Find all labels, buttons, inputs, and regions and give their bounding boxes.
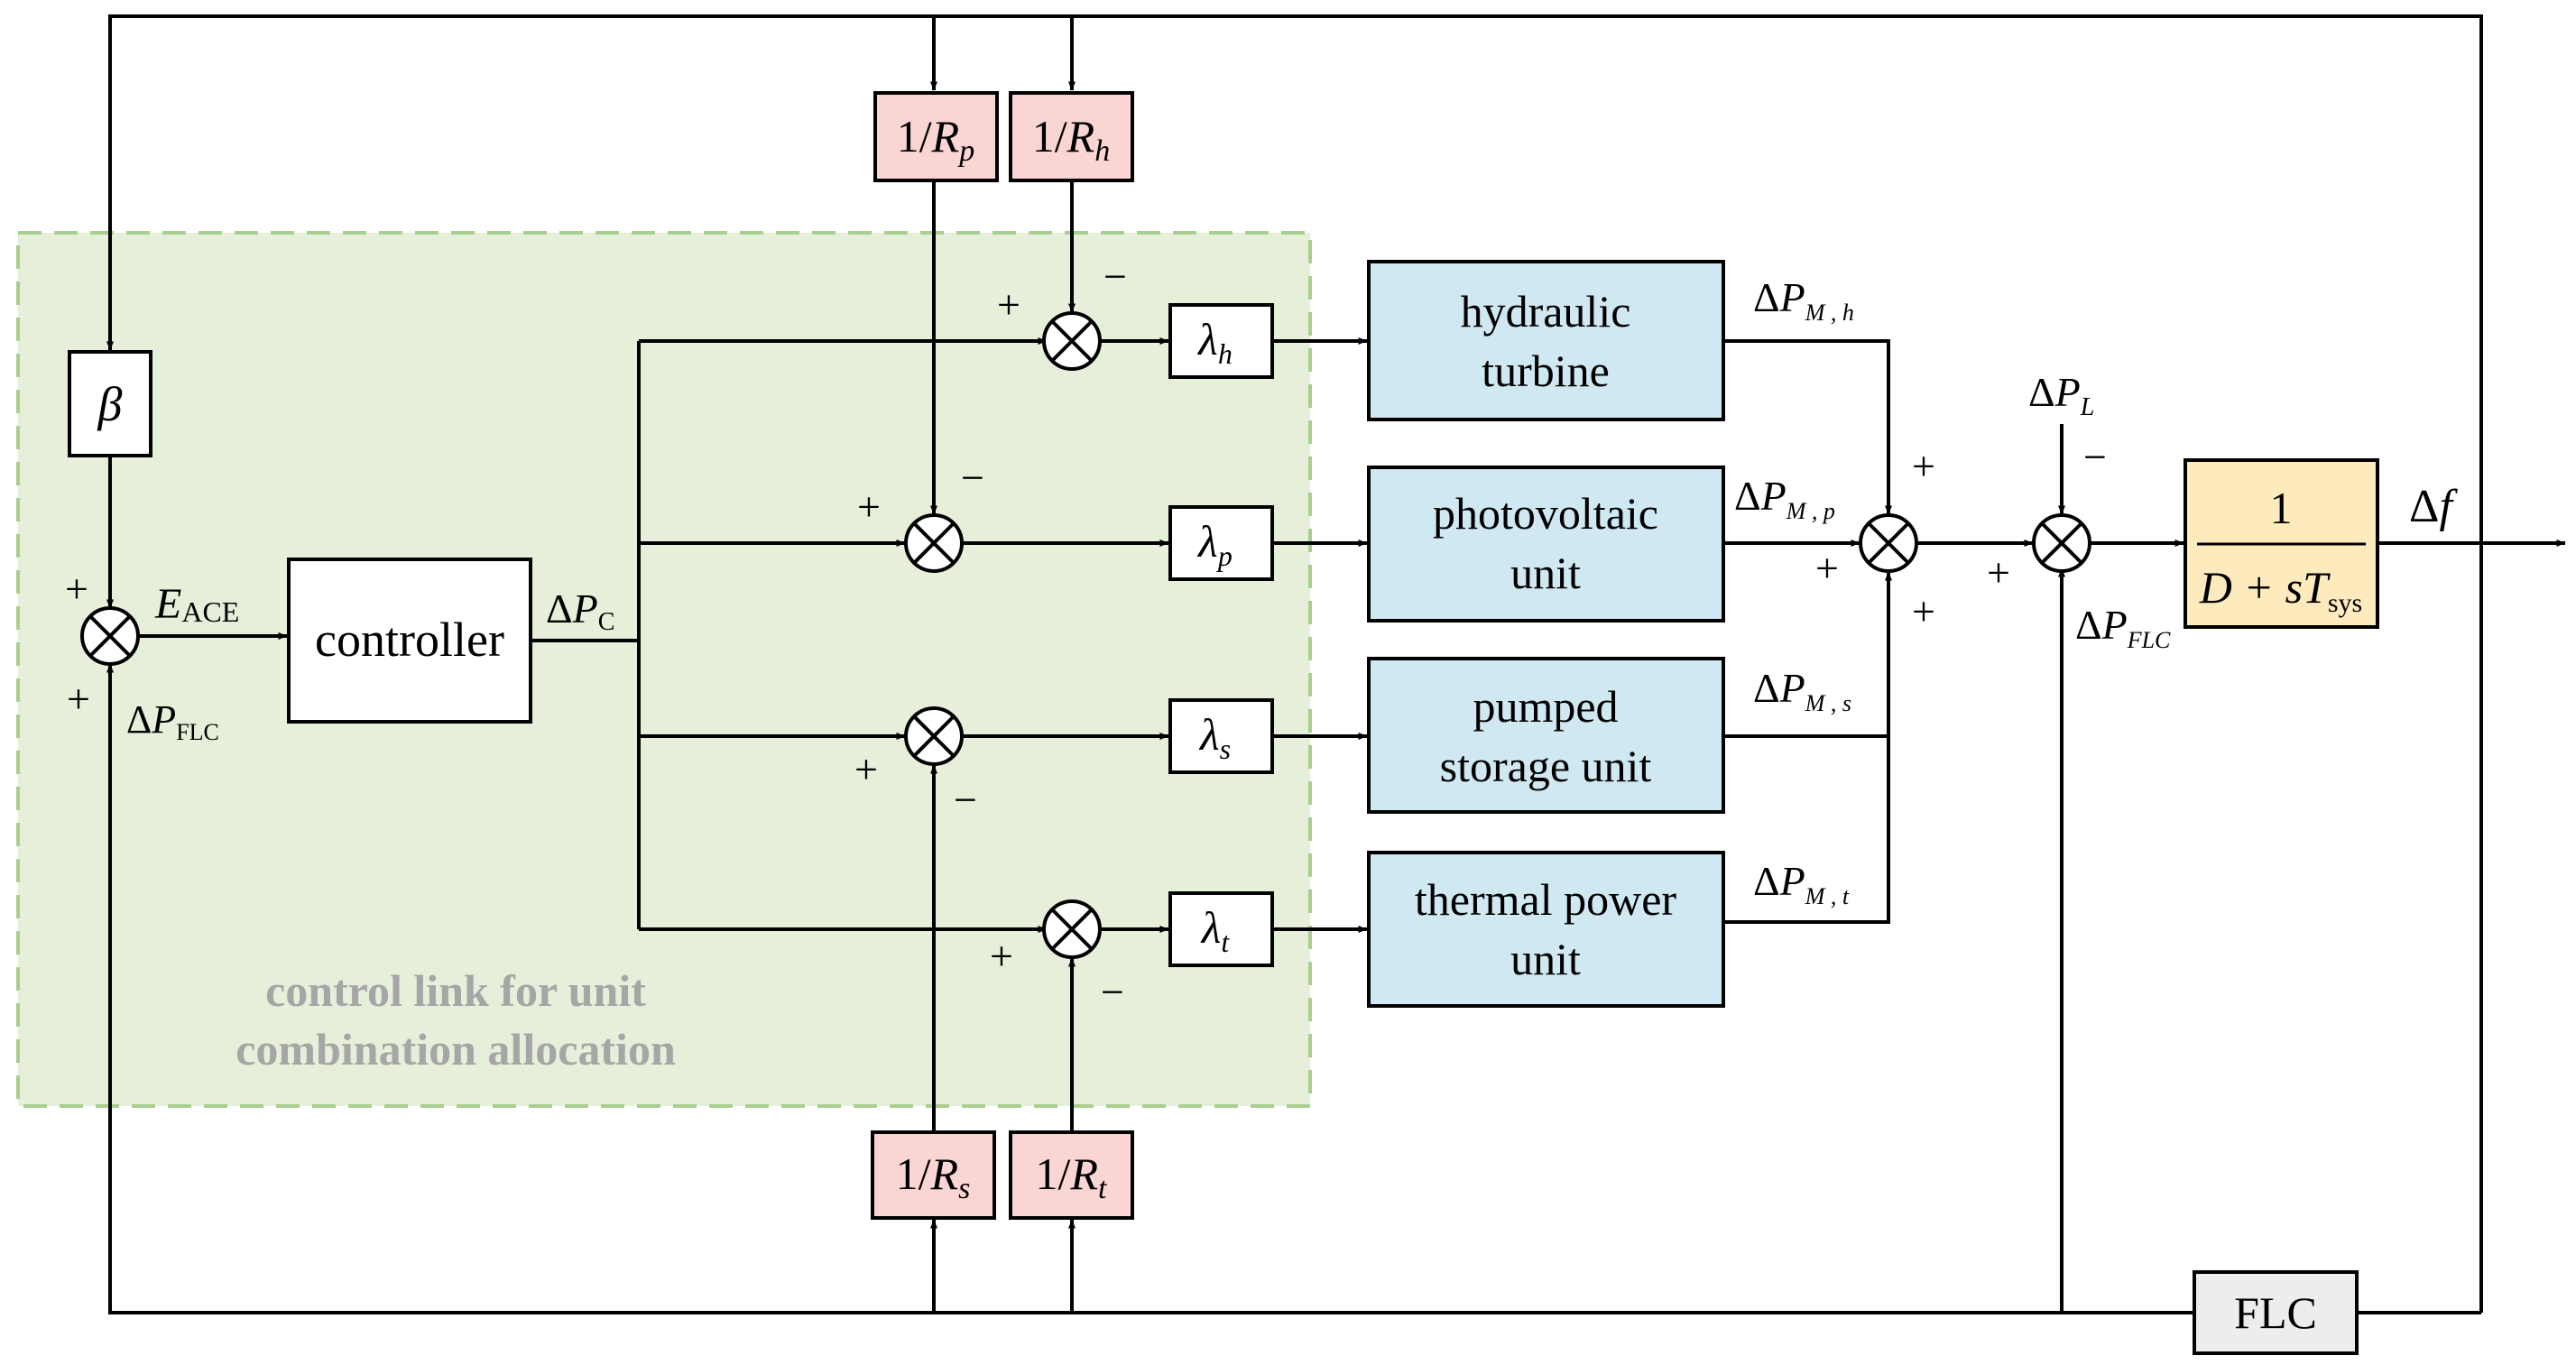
summing-junction-ace: [80, 606, 140, 666]
region-label-line2: combination allocation: [235, 1024, 676, 1074]
summing-junction-load: [2032, 513, 2091, 573]
region-label-line1: control link for unit: [265, 965, 646, 1016]
beta-label: β: [97, 377, 123, 431]
lambda-s-label: λs: [1198, 709, 1231, 765]
sign-t-minus: −: [1101, 969, 1124, 1015]
beta-block: [68, 350, 152, 457]
droop-t-block: [1009, 1130, 1134, 1220]
photovoltaic-unit-block: [1367, 466, 1725, 623]
lambda-s-block: [1168, 698, 1274, 774]
signal-lines: [106, 14, 2566, 1314]
flc-label: FLC: [2234, 1287, 2317, 1338]
pumped-line2: storage unit: [1440, 741, 1652, 791]
sign-s-minus: −: [954, 777, 977, 823]
summing-junction-s: [904, 706, 964, 766]
sign-p-minus: −: [961, 455, 984, 501]
droop-s-label: 1/Rs: [896, 1148, 971, 1205]
sign-load-minus: −: [2083, 434, 2107, 480]
sign-h-minus: −: [1103, 254, 1127, 300]
droop-h-block: [1009, 91, 1134, 182]
lambda-p-label: λp: [1196, 516, 1233, 572]
lambda-p-block: [1168, 505, 1274, 581]
hydraulic-line2: turbine: [1482, 346, 1610, 396]
dpmp-label: ΔPM , p: [1734, 473, 1835, 524]
photovoltaic-line1: photovoltaic: [1433, 488, 1658, 539]
sign-h-plus: +: [997, 281, 1020, 327]
sign-s-plus: +: [854, 746, 878, 792]
control-region: [16, 231, 1312, 1108]
thermal-power-unit-block: [1367, 851, 1725, 1008]
droop-h-label: 1/Rh: [1032, 111, 1110, 168]
transfer-numerator: 1: [2270, 483, 2293, 533]
dpc-label: ΔPC: [546, 586, 614, 636]
thermal-line1: thermal power: [1415, 874, 1677, 925]
delta-f-label: Δf: [2409, 481, 2458, 532]
lambda-h-block: [1168, 303, 1274, 379]
summing-junction-t: [1042, 899, 1102, 959]
sign-units-bottom: +: [1912, 588, 1935, 634]
dpfc-right-label: ΔPFLC: [2075, 602, 2171, 653]
pumped-storage-unit-block: [1367, 657, 1725, 814]
hydraulic-turbine-block: [1367, 260, 1725, 421]
summing-junction-units: [1859, 513, 1918, 573]
dpmh-label: ΔPM , h: [1753, 274, 1854, 326]
sign-ace-bottom: +: [67, 676, 90, 722]
dpms-label: ΔPM , s: [1753, 665, 1851, 716]
droop-p-label: 1/Rp: [897, 111, 974, 168]
sign-t-plus: +: [990, 933, 1013, 979]
controller-block: [287, 558, 532, 724]
droop-p-block: [873, 91, 999, 182]
lambda-t-label: λt: [1200, 902, 1231, 958]
droop-s-block: [871, 1130, 996, 1220]
hydraulic-line1: hydraulic: [1461, 286, 1631, 337]
lambda-t-block: [1168, 891, 1274, 967]
thermal-line2: unit: [1510, 934, 1581, 984]
flc-block: [2193, 1270, 2359, 1355]
sign-load-left: +: [1987, 549, 2010, 595]
lambda-h-label: λh: [1196, 314, 1233, 370]
photovoltaic-line2: unit: [1510, 548, 1581, 598]
eace-label: EACE: [154, 580, 239, 628]
dpl-label: ΔPL: [2028, 369, 2094, 421]
summing-junction-p: [904, 513, 964, 573]
summing-junction-h: [1042, 311, 1102, 371]
transfer-denominator: D + sTsys: [2199, 562, 2362, 618]
sign-p-plus: +: [857, 484, 881, 530]
dpfc-left-label: ΔPFLC: [126, 697, 219, 745]
sign-units-left: +: [1815, 545, 1839, 591]
sign-units-top: +: [1912, 443, 1935, 489]
droop-t-label: 1/Rt: [1036, 1148, 1108, 1205]
dpmt-label: ΔPM , t: [1753, 858, 1850, 909]
pumped-line1: pumped: [1473, 681, 1618, 732]
sign-ace-top: +: [65, 566, 88, 612]
controller-label: controller: [315, 613, 504, 667]
